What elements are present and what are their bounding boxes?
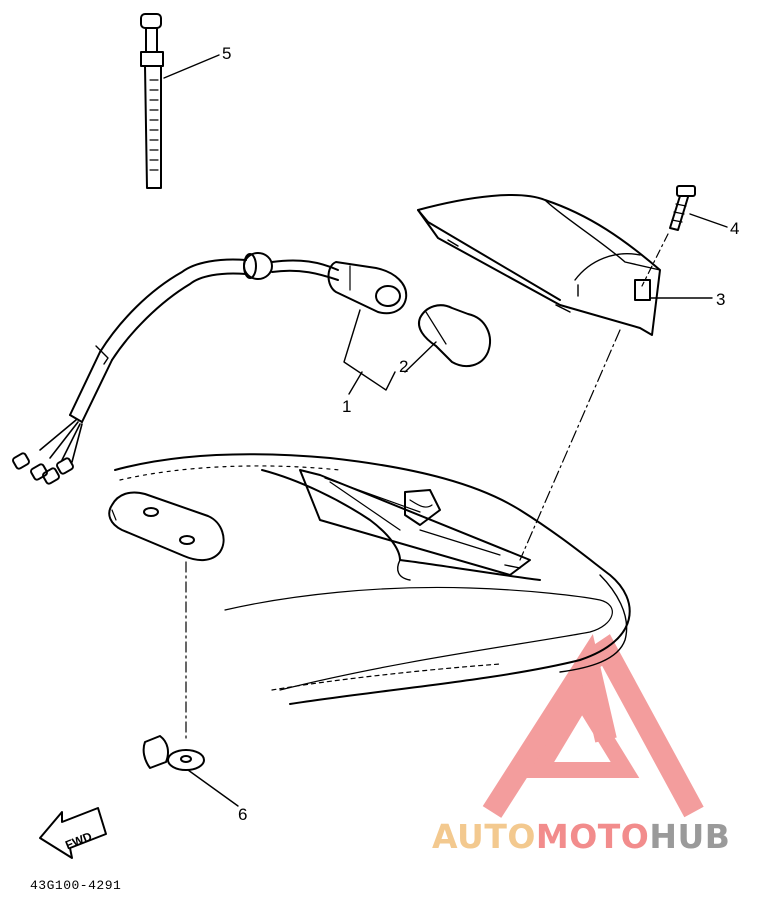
fwd-label: FWD [63, 829, 94, 852]
lens-cover-part-3 [417, 194, 661, 336]
screw-alignment-line [641, 233, 669, 287]
watermark-part-auto: AUTO [432, 817, 536, 856]
callout-label-2: 2 [399, 357, 409, 376]
callout-label-6: 6 [238, 805, 248, 824]
cable-tie-part-5 [140, 13, 164, 189]
nut-part-6 [142, 735, 205, 771]
watermark-part-moto: MOTO [535, 817, 650, 856]
callout-label-5: 5 [222, 44, 232, 63]
watermark-part-hub: HUB [649, 817, 731, 856]
fwd-arrow-icon [39, 807, 107, 859]
bulb-socket-part-1 [327, 261, 408, 315]
callout-label-4: 4 [730, 219, 740, 238]
screw-part-4 [669, 185, 696, 231]
tail-cowl-body [114, 453, 631, 705]
leader-line-6 [187, 769, 239, 807]
drawing-code: 43G100-4291 [30, 878, 122, 893]
callout-label-3: 3 [716, 290, 726, 309]
leader-line-1 [343, 309, 396, 395]
lens-alignment-line [519, 329, 621, 561]
leader-line-4 [689, 213, 728, 228]
leader-line-2 [404, 341, 437, 373]
watermark-logo-mark [482, 634, 704, 818]
wiring-harness [12, 252, 339, 485]
callout-label-1: 1 [342, 397, 352, 416]
leader-line-5 [163, 54, 220, 79]
bulb-part-2 [418, 304, 491, 368]
rubber-pad [108, 491, 225, 562]
watermark-wordmark: AUTOMOTOHUB [432, 820, 730, 853]
